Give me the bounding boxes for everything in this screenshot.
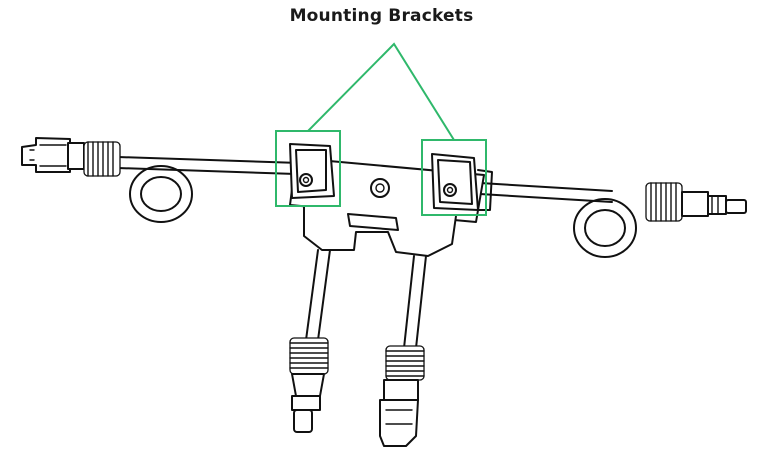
- drop-cable-left: [305, 249, 331, 341]
- trunk-cable: [117, 156, 613, 203]
- screw-hole-icon: [370, 178, 390, 198]
- callout-leader-lines: [307, 42, 455, 141]
- connector-female-icon: [379, 345, 425, 447]
- connector-male-icon: [645, 182, 747, 222]
- left-cable-loop: [129, 165, 193, 223]
- mounting-brackets-label: Mounting Brackets: [289, 6, 474, 26]
- callout-highlight: [275, 42, 487, 216]
- right-cable-loop: [573, 198, 637, 258]
- drop-cable-right: [403, 255, 427, 349]
- connector-female-icon: [21, 137, 121, 177]
- connector-male-icon: [289, 337, 329, 433]
- mounting-bracket-left: [289, 143, 335, 199]
